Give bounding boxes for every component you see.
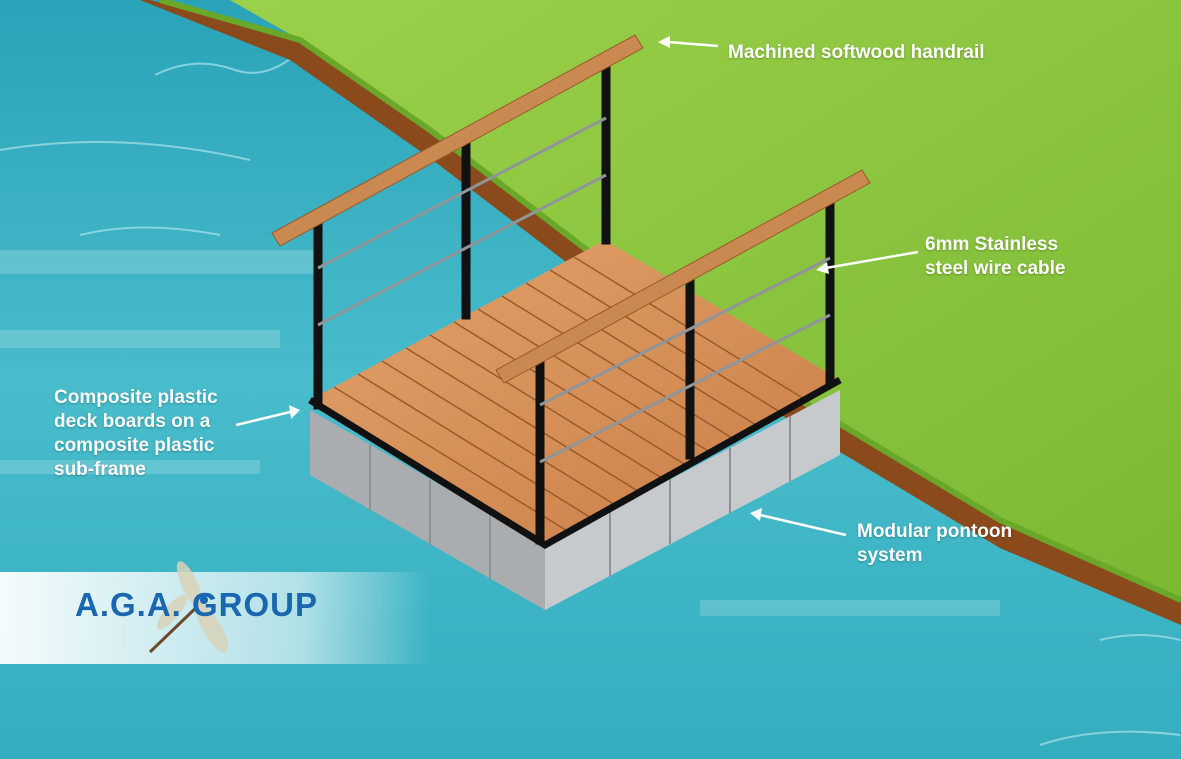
handrail-left <box>271 34 644 247</box>
label-wire-cable: 6mm Stainless steel wire cable <box>925 234 1066 279</box>
pontoon-floats <box>310 390 840 610</box>
deck-frame <box>308 376 842 550</box>
deck-board-lines <box>333 256 810 533</box>
water-highlights <box>0 250 1000 616</box>
dragonfly-icon <box>148 561 229 654</box>
wire-cables <box>317 116 831 464</box>
logo-text: A.G.A. GROUP <box>75 586 319 623</box>
label-pontoon-system: Modular pontoon system <box>857 521 1013 566</box>
railing-posts <box>313 65 835 545</box>
label-deck-boards: Composite plastic deck boards on a compo… <box>54 387 218 480</box>
water-ripples <box>0 54 1181 746</box>
deck-surface <box>310 240 840 545</box>
callout-arrows <box>235 36 919 537</box>
label-handrail: Machined softwood handrail <box>728 42 985 63</box>
handrail-right <box>495 169 871 384</box>
